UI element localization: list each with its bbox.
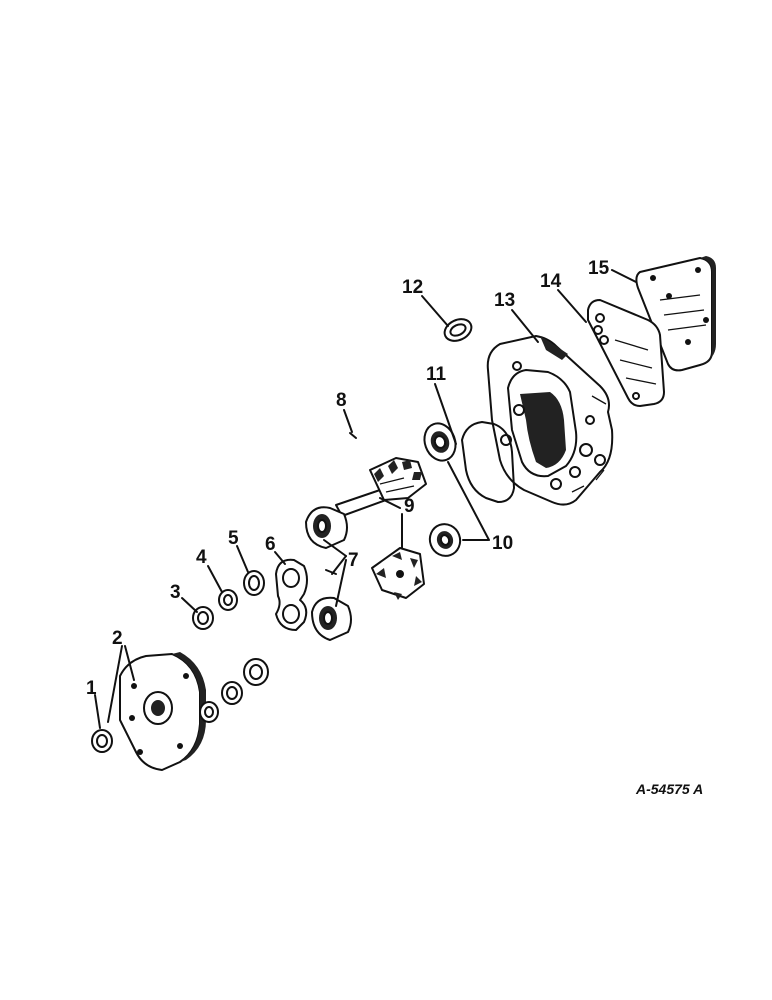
part-13-pump-body [486, 335, 614, 506]
callout-8: 8 [336, 390, 347, 411]
callout-labels: 1 2 3 4 5 6 7 8 9 10 11 12 13 14 15 [86, 258, 610, 699]
part-7-bushing-upper [305, 506, 348, 549]
part-15-end-plate [635, 256, 716, 372]
part-2-end-cover [119, 652, 206, 771]
callout-9: 9 [404, 496, 415, 517]
callout-14: 14 [540, 271, 562, 292]
part-10-bearing-lower [428, 523, 462, 557]
part-8-pin [349, 432, 357, 439]
callout-7: 7 [348, 550, 359, 571]
part-9-driven-gear [371, 547, 425, 600]
callout-4: 4 [196, 547, 207, 568]
callout-6: 6 [265, 534, 276, 555]
callout-2: 2 [112, 628, 123, 649]
part-12-washer [443, 318, 473, 342]
part-3-washer [192, 606, 214, 630]
callout-10: 10 [492, 533, 513, 554]
part-5-seal [243, 570, 265, 596]
callout-15: 15 [588, 258, 610, 279]
part-7-bushing-lower [311, 596, 352, 641]
callout-5: 5 [228, 528, 239, 549]
part-6-seal-plate [275, 558, 308, 631]
part-11-o-ring [461, 421, 515, 503]
callout-13: 13 [494, 290, 515, 311]
callout-1: 1 [86, 678, 97, 699]
part-1-seal [91, 729, 113, 753]
part-9-drive-gear [335, 457, 427, 517]
callout-3: 3 [170, 582, 181, 603]
part-14-gasket [587, 299, 665, 407]
spare-bearings-row [199, 658, 269, 723]
leader-lines [94, 269, 637, 729]
callout-11: 11 [426, 364, 447, 385]
part-4-washer [218, 589, 238, 611]
part-7-dowel-pin [325, 569, 337, 575]
drawing-number: A-54575 A [635, 781, 703, 797]
callout-12: 12 [402, 277, 423, 298]
